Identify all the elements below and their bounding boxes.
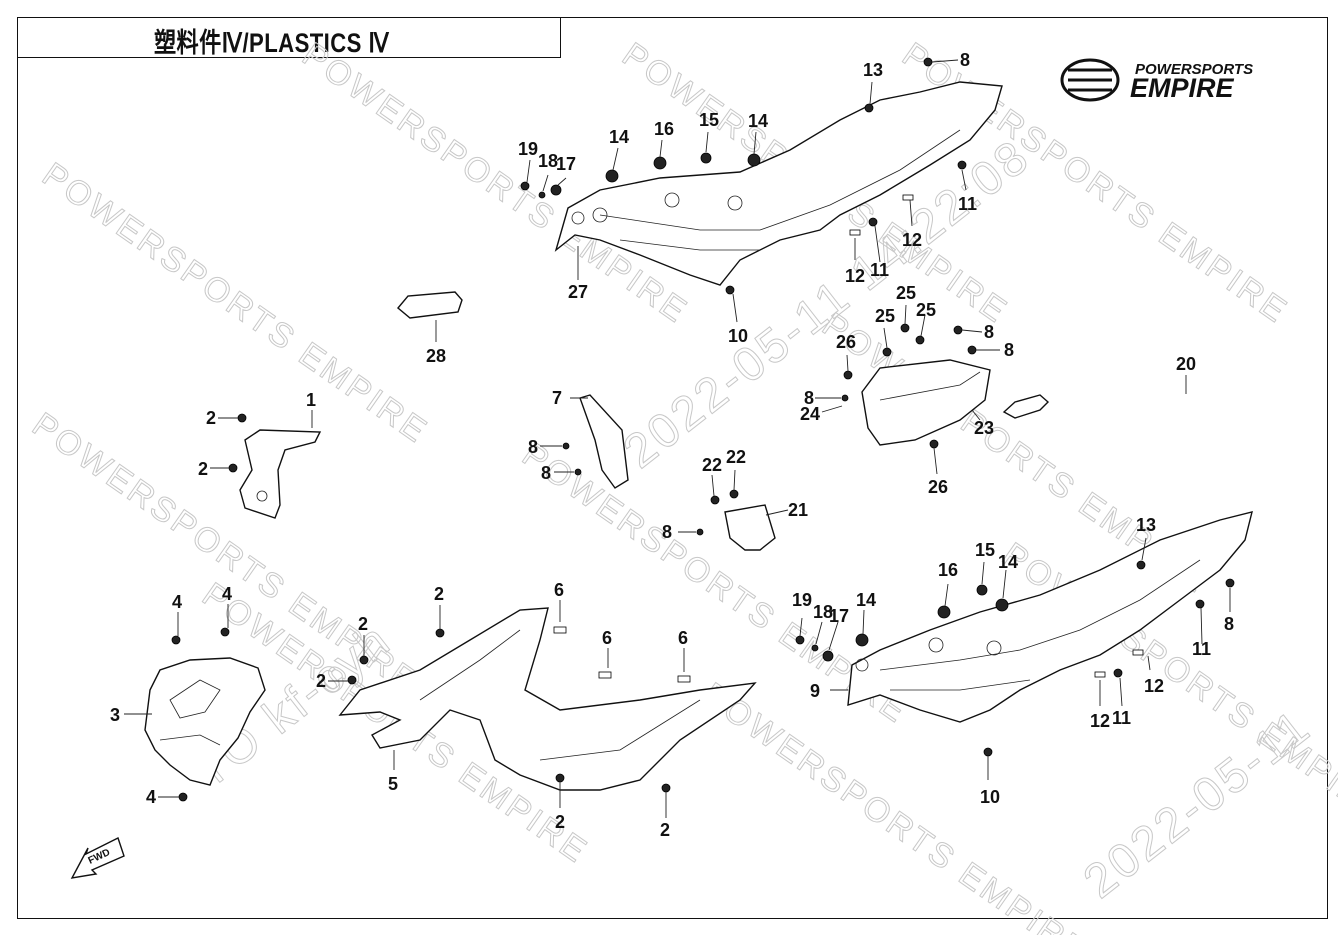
callout-label: 28	[426, 346, 446, 366]
callout-label: 12	[1090, 711, 1110, 731]
bracket-part-7	[579, 394, 629, 489]
callout-label: 25	[896, 283, 916, 303]
callout-label: 4	[172, 592, 182, 612]
callout-label: 2	[358, 614, 368, 634]
callout-label: 12	[845, 266, 865, 286]
callout-label: 4	[222, 584, 232, 604]
callout-label: 26	[928, 477, 948, 497]
callout-label: 9	[810, 681, 820, 701]
callout-label: 16	[938, 560, 958, 580]
callout-label: 11	[1192, 639, 1211, 659]
bracket-part-21	[724, 504, 776, 551]
page-title: 塑料件Ⅳ/PLASTICS Ⅳ	[154, 28, 390, 58]
callout-label: 6	[602, 628, 612, 648]
fwd-arrow-icon: FWD	[70, 837, 125, 879]
callout-label: 11	[958, 194, 977, 214]
drawing-frame	[17, 17, 1328, 919]
callout-label: 8	[1004, 340, 1014, 360]
gasket-part-28	[397, 291, 463, 319]
callout-label: 4	[146, 787, 156, 807]
callout-label: 8	[804, 388, 814, 408]
callout-label: 8	[541, 463, 551, 483]
callout-label: 22	[726, 447, 746, 467]
callout-label: 1	[306, 390, 316, 410]
callout-label: 15	[699, 110, 719, 130]
callout-label: 2	[555, 812, 565, 832]
left-side-panel	[554, 81, 1003, 286]
rear-fender-part	[338, 607, 757, 791]
callout-label: 11	[870, 260, 889, 280]
callout-label: 6	[678, 628, 688, 648]
callout-label: 14	[998, 552, 1018, 572]
callout-label: 22	[702, 455, 722, 475]
callout-label: 11	[1112, 708, 1131, 728]
callout-label: 17	[829, 606, 849, 626]
callout-label: 24	[800, 404, 820, 424]
leader-lines	[124, 59, 1231, 818]
watermark-text: POWERSPORTS EMPIRE	[35, 155, 435, 451]
callout-label: 3	[110, 705, 120, 725]
callout-label: 10	[980, 787, 1000, 807]
callout-label: 14	[609, 127, 629, 147]
callout-label: 8	[960, 50, 970, 70]
callout-label: 2	[198, 459, 208, 479]
watermark-layer: POWERSPORTS EMPIRE POWERSPORTS EMPIRE PO…	[25, 35, 1338, 935]
callout-label: 14	[748, 111, 768, 131]
callout-label: 13	[1136, 515, 1156, 535]
callout-label: 26	[836, 332, 856, 352]
callout-label: 13	[863, 60, 883, 80]
callout-label: 23	[974, 418, 994, 438]
callout-label: 25	[916, 300, 936, 320]
callout-label: 6	[554, 580, 564, 600]
logo-line1: POWERSPORTS	[1135, 61, 1253, 78]
callout-label: 19	[518, 139, 538, 159]
callout-label: 17	[556, 154, 576, 174]
right-side-panel	[847, 511, 1253, 723]
callout-label: 12	[902, 230, 922, 250]
gasket-part-20	[1002, 394, 1050, 419]
title-block	[17, 17, 561, 58]
callout-label: 14	[856, 590, 876, 610]
empire-logo: POWERSPORTS EMPIRE	[1060, 58, 1253, 103]
callout-label: 25	[875, 306, 895, 326]
callout-label: 20	[1176, 354, 1196, 374]
bracket-part-1	[239, 429, 322, 519]
callout-label: 8	[528, 437, 538, 457]
callout-label: 21	[788, 500, 808, 520]
callout-label: 8	[984, 322, 994, 342]
callout-label: 8	[1224, 614, 1234, 634]
callout-label: 18	[813, 602, 833, 622]
callout-label: 7	[552, 388, 562, 408]
watermark-text: 2022-05-11	[1074, 699, 1321, 908]
callout-label: 5	[388, 774, 398, 794]
callout-label: 8	[662, 522, 672, 542]
callout-label: 27	[568, 282, 588, 302]
callout-label: 16	[654, 119, 674, 139]
callout-label: 12	[1144, 676, 1164, 696]
callout-numbers: 1 2 2 3 4 4 4 2 2 5 2 2 2 6 6 6 7 8 8 8 …	[110, 50, 1234, 840]
callout-label: 2	[206, 408, 216, 428]
front-cover-part	[144, 657, 266, 786]
callout-label: 2	[434, 584, 444, 604]
callout-label: 10	[728, 326, 748, 346]
callout-label: 18	[538, 151, 558, 171]
callout-label: 19	[792, 590, 812, 610]
callout-label: 2	[660, 820, 670, 840]
callout-label: 2	[316, 671, 326, 691]
callout-label: 15	[975, 540, 995, 560]
logo-line2: EMPIRE	[1130, 73, 1235, 103]
